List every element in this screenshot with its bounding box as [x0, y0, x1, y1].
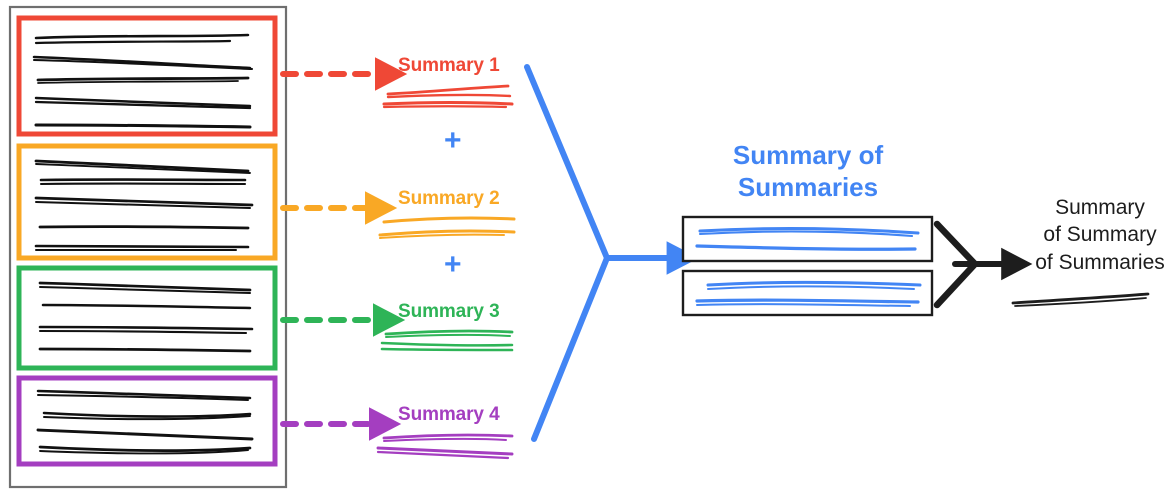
- summary-2-lines: [378, 216, 516, 239]
- plus-operator-1: +: [444, 124, 462, 157]
- sos-title-line-1: Summary of: [732, 140, 884, 170]
- blue-merge-connector: [524, 64, 610, 442]
- group-2-text-lines: [34, 159, 254, 252]
- summary-3-label: Summary 3: [398, 301, 500, 322]
- final-summary-title: Summary of Summary of Summaries: [1000, 194, 1170, 276]
- sos-box-2-lines: [695, 280, 922, 307]
- sos-box-2: [681, 269, 934, 317]
- document-group-4: [16, 375, 278, 467]
- document-collection-frame: [8, 5, 288, 489]
- summary-1-lines: [382, 84, 514, 109]
- group-3-text-lines: [38, 281, 254, 353]
- sos-box-1-lines: [695, 227, 920, 251]
- document-group-1: [16, 15, 278, 137]
- document-group-2: [16, 143, 278, 261]
- summary-2-label: Summary 2: [398, 188, 500, 209]
- sos-box-1: [681, 215, 934, 263]
- group-1-text-lines: [32, 33, 254, 129]
- group-4-text-lines: [36, 389, 254, 455]
- final-title-line-2: of Summary: [1043, 223, 1157, 247]
- final-title-line-3: of Summaries: [1035, 250, 1165, 274]
- final-summary-lines: [1011, 292, 1150, 307]
- summary-4-lines: [376, 433, 514, 460]
- sos-title-line-2: Summaries: [737, 171, 879, 202]
- summary-of-summaries-title: Summary of Summaries: [688, 140, 928, 203]
- black-merge-connector: [933, 220, 979, 309]
- plus-operator-2: +: [444, 248, 462, 281]
- document-group-3: [16, 265, 278, 371]
- summary-1-label: Summary 1: [398, 55, 500, 76]
- final-title-line-1: Summary: [1055, 196, 1145, 219]
- summary-3-lines: [380, 329, 514, 352]
- summary-4-label: Summary 4: [398, 404, 500, 425]
